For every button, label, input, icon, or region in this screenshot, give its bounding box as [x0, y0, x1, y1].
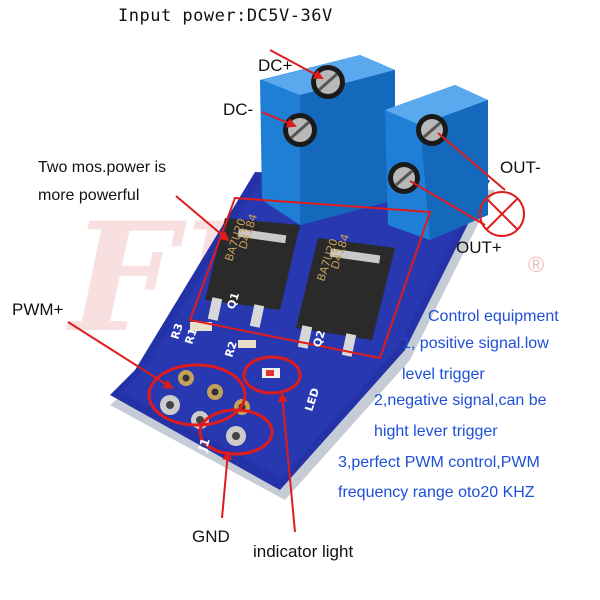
registered-mark: ® [528, 252, 545, 277]
control-line-3: level trigger [402, 366, 485, 383]
label-j1: J1 [195, 436, 213, 453]
control-line-4: 2,negative signal,can be [374, 392, 547, 409]
label-r1: R1 [182, 327, 199, 346]
pin-header [160, 370, 250, 446]
out-plus-wire [409, 180, 486, 226]
mos-note-line-1: Two mos.power is [38, 159, 167, 176]
indicator-light-label: indicator light [253, 542, 354, 561]
pwm-arrow [67, 321, 174, 390]
out-plus-label: OUT+ [456, 238, 502, 257]
pwm-highlight-circle [147, 363, 247, 427]
control-line-1: Control equipment [428, 308, 559, 325]
gnd-highlight-circle [198, 408, 274, 456]
terminal-block-input [260, 55, 395, 225]
mosfet-highlight-box [188, 196, 432, 360]
label-r2: R2 [222, 340, 239, 359]
dc-minus-arrow [261, 111, 297, 128]
load-symbol [479, 191, 525, 237]
mos-note-line-2: more powerful [38, 187, 140, 204]
gnd-arrow [221, 450, 233, 519]
resistor-r1 [190, 322, 212, 331]
indicator-arrow [277, 392, 296, 533]
mos-note-arrow [175, 195, 230, 242]
control-line-5: hight lever trigger [374, 423, 498, 440]
label-q2: Q2 [310, 329, 328, 349]
control-line-6: 3,perfect PWM control,PWM [338, 454, 540, 471]
label-r3: R3 [168, 322, 185, 341]
led-highlight-circle [242, 355, 302, 395]
control-line-7: frequency range oto20 KHZ [338, 484, 535, 501]
out-minus-label: OUT- [500, 158, 541, 177]
dc-minus-label: DC- [223, 100, 254, 119]
mosfet-q2 [296, 238, 395, 357]
control-line-2: 1, positive signal.low [402, 335, 549, 352]
dc-plus-label: DC+ [258, 56, 293, 75]
label-q1: Q1 [224, 291, 242, 311]
out-minus-wire [437, 132, 506, 191]
pwm-plus-label: PWM+ [12, 300, 64, 319]
resistor-r2 [238, 340, 256, 348]
page-title: Input power:DC5V-36V [118, 6, 333, 26]
led-red-dot [266, 370, 274, 376]
terminal-block-output [385, 85, 488, 240]
gnd-label: GND [192, 527, 230, 546]
dc-plus-arrow [269, 49, 324, 79]
